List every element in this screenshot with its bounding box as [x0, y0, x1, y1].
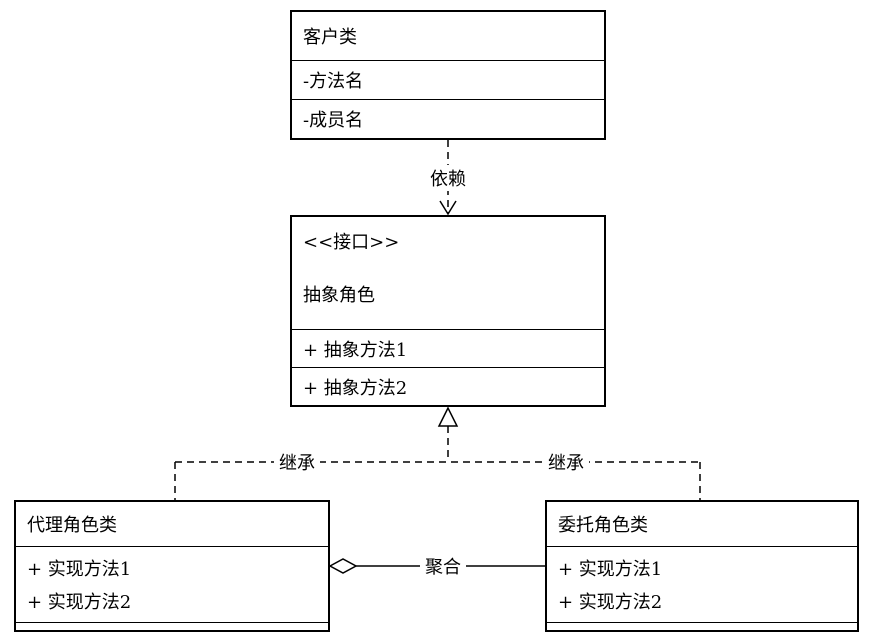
class-box-proxy: 代理角色类 + 实现方法1 + 实现方法2 — [14, 500, 330, 632]
interface-method: + 抽象方法2 — [292, 367, 604, 405]
interface-method: + 抽象方法1 — [292, 329, 604, 367]
proxy-method: + 实现方法1 — [27, 559, 132, 581]
empty-compartment — [16, 622, 328, 630]
proxy-class-title: 代理角色类 — [27, 515, 117, 536]
interface-stereotype: <<接口>> — [303, 232, 400, 253]
proxy-methods: + 实现方法1 + 实现方法2 — [16, 546, 328, 622]
open-arrowhead-icon — [439, 200, 457, 216]
empty-compartment — [547, 622, 857, 630]
class-box-client: 客户类 -方法名 -成员名 — [290, 10, 606, 140]
proxy-method: + 实现方法2 — [27, 591, 132, 613]
interface-name: 抽象角色 — [303, 285, 375, 306]
dependency-label: 依赖 — [425, 165, 471, 191]
client-class-title: 客户类 — [303, 27, 357, 48]
inheritance-label-right: 继承 — [543, 449, 589, 475]
delegate-method: + 实现方法2 — [558, 591, 663, 613]
aggregation-label: 聚合 — [420, 553, 466, 579]
delegate-method: + 实现方法1 — [558, 559, 663, 581]
client-attribute: -方法名 — [292, 60, 604, 99]
inheritance-label-left: 继承 — [274, 449, 320, 475]
client-attribute: -成员名 — [292, 99, 604, 138]
delegate-methods: + 实现方法1 + 实现方法2 — [547, 546, 857, 622]
inheritance-edge — [174, 406, 701, 500]
delegate-class-title: 委托角色类 — [558, 515, 648, 536]
class-box-delegate: 委托角色类 + 实现方法1 + 实现方法2 — [545, 500, 859, 632]
interface-header: <<接口>> 抽象角色 — [292, 217, 604, 329]
hollow-triangle-icon — [437, 406, 459, 427]
hollow-diamond-icon — [328, 558, 358, 574]
class-box-interface: <<接口>> 抽象角色 + 抽象方法1 + 抽象方法2 — [290, 215, 606, 407]
